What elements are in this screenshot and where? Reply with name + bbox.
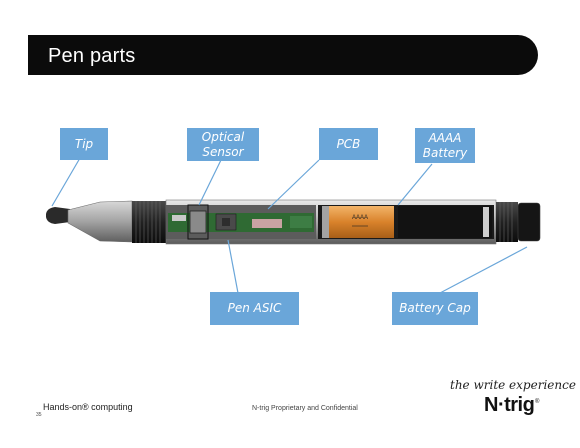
brand-registered-mark: ®	[535, 399, 540, 405]
callout-tip-label: Tip	[74, 136, 94, 151]
callout-battery-label: AAAA Battery	[422, 130, 468, 160]
pen-cone	[67, 200, 133, 243]
callout-pen-asic-label: Pen ASIC	[227, 301, 282, 315]
pen-tip	[46, 207, 70, 224]
footer-confidential: N-trig Proprietary and Confidential	[252, 405, 358, 412]
callout-battery: AAAA Battery	[415, 128, 475, 163]
title-bar	[28, 35, 538, 75]
callout-pcb: PCB	[319, 128, 378, 160]
callout-optical-sensor-label: Optical Sensor	[201, 129, 245, 159]
brand-tagline: the write experience	[450, 378, 576, 392]
callout-pcb-label: PCB	[336, 136, 361, 151]
footer-hands-on: Hands-on® computing	[43, 402, 133, 412]
brand-logo: N·trig	[484, 394, 535, 416]
page-number: 35	[36, 412, 42, 418]
callout-pen-asic: Pen ASIC	[210, 292, 299, 325]
callout-optical-sensor: Optical Sensor	[187, 128, 259, 161]
slide-title: Pen parts	[48, 45, 136, 67]
battery-cap-shape	[517, 202, 541, 242]
battery-label: AAAA	[352, 215, 368, 221]
callout-tip: Tip	[60, 128, 108, 160]
callout-battery-cap: Battery Cap	[392, 292, 478, 325]
callout-battery-cap-label: Battery Cap	[399, 301, 471, 315]
